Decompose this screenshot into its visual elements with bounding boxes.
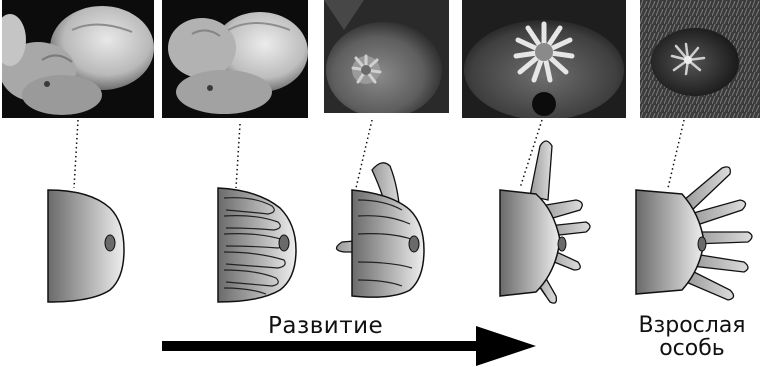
nostril-mark-3 [409, 236, 419, 252]
snout-diagram-stage-5 [636, 167, 752, 300]
nostril-mark-2 [279, 235, 289, 251]
nostril-mark-1 [105, 235, 115, 251]
adult-label-line-2: особь [632, 337, 752, 360]
connector-line-3 [356, 120, 372, 188]
nostril-mark-5 [698, 237, 706, 251]
connector-line-5 [668, 120, 684, 188]
adult-label: Взрослая особь [632, 314, 752, 360]
connector-line-1 [74, 120, 78, 188]
snout-diagram-stage-2 [218, 188, 296, 302]
snout-diagram-stage-3 [336, 163, 424, 297]
adult-label-line-1: Взрослая [632, 314, 752, 337]
connector-line-2 [236, 124, 240, 188]
snout-diagram-stage-1 [48, 190, 124, 302]
nostril-mark-4 [558, 237, 566, 251]
development-label: Развитие [268, 314, 383, 338]
snout-diagram-stage-4 [500, 141, 590, 303]
